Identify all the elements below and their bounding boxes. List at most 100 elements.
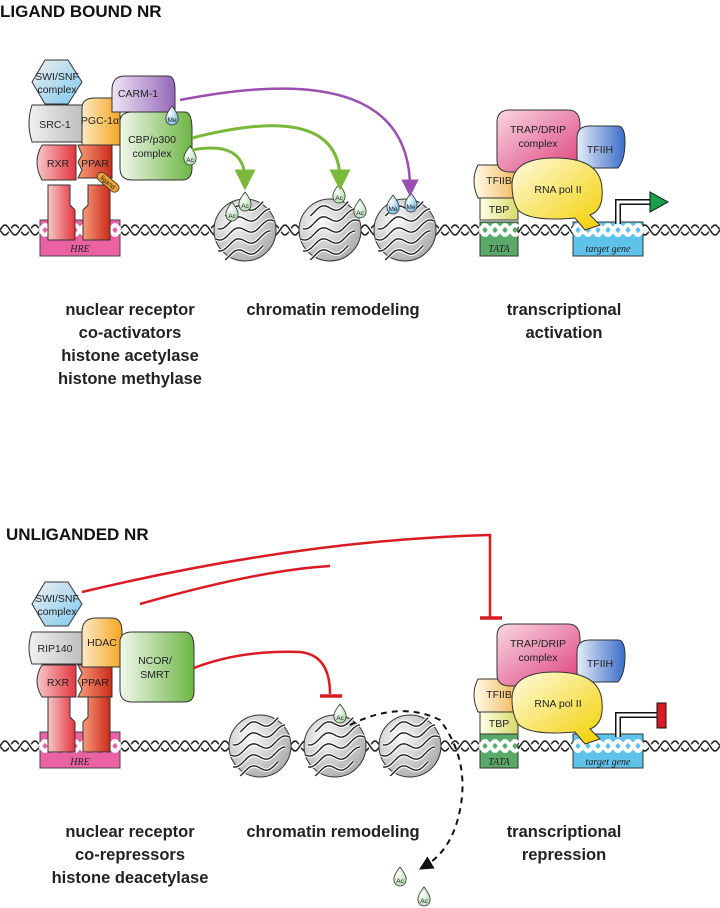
- pgc1a-label: PGC-1α: [81, 115, 119, 127]
- rna-pol2: [511, 671, 603, 745]
- ppar-protein: [77, 144, 113, 179]
- target-gene-label: target gene: [586, 244, 631, 255]
- nucleosome-2: [298, 198, 362, 262]
- caption-right-1: transcriptional: [507, 301, 622, 319]
- tfiib-label: TFIIB: [486, 689, 512, 701]
- svg-text:Ac: Ac: [228, 213, 236, 220]
- caption-left-1: nuclear receptor: [65, 823, 195, 841]
- acetyl-mark-released-2: Ac: [417, 886, 431, 907]
- trap-label-1: TRAP/DRIP: [510, 124, 566, 136]
- nucleosome-3: [373, 198, 437, 262]
- trap-label-1: TRAP/DRIP: [510, 638, 566, 650]
- rxr-protein: [36, 664, 77, 698]
- cbp-label-2: complex: [132, 148, 172, 160]
- ncor-label-2: SMRT: [140, 669, 170, 681]
- hdac-label: HDAC: [87, 637, 117, 649]
- acetyl-mark-n1a: Ac: [225, 201, 239, 222]
- swisnf-label-1: SWI/SNF: [35, 71, 79, 83]
- caption-middle: chromatin remodeling: [246, 823, 419, 841]
- acetyl-mark-released-1: Ac: [393, 866, 407, 887]
- caption-right-2: repression: [522, 846, 606, 864]
- caption-right-1: transcriptional: [507, 823, 622, 841]
- carm1-protein: [111, 75, 176, 113]
- swisnf-label-2: complex: [37, 606, 77, 618]
- acetyl-mark-n1b: Ac: [238, 191, 252, 212]
- acetylation-arrow-2: [191, 124, 351, 191]
- ppar-pedestal: [82, 696, 111, 753]
- ligand-bound-panel: HRE RXR PPAR ligand SRC-1 SWI/SNF comple…: [0, 59, 720, 388]
- swisnf-label-2: complex: [37, 84, 77, 96]
- ppar-pedestal: [82, 184, 111, 241]
- transcription-block-bar: [656, 702, 667, 729]
- swisnf-complex: [31, 581, 83, 627]
- trap-label-2: complex: [518, 652, 558, 664]
- hre-label: HRE: [69, 757, 89, 768]
- caption-middle: chromatin remodeling: [246, 301, 419, 319]
- cbp-p300-complex: [119, 111, 193, 181]
- svg-text:Ac: Ac: [420, 898, 428, 905]
- caption-left-3: histone deacetylase: [52, 869, 209, 887]
- heading-ligand-bound: LIGAND BOUND NR: [0, 2, 162, 21]
- rna-pol2-label: RNA pol II: [534, 698, 581, 710]
- rxr-label: RXR: [47, 677, 70, 689]
- caption-left-3: histone acetylase: [61, 347, 199, 365]
- src1-label: SRC-1: [39, 119, 71, 131]
- caption-left-2: co-repressors: [75, 846, 185, 864]
- svg-text:Ac: Ac: [186, 157, 194, 164]
- methyl-mark-n3b: Me: [404, 192, 418, 213]
- caption-right-2: activation: [525, 324, 602, 342]
- caption-left-2: co-activators: [79, 324, 182, 342]
- swisnf-complex: [31, 59, 83, 105]
- methyl-mark-n3a: Me: [386, 194, 400, 215]
- swisnf-label-1: SWI/SNF: [35, 593, 79, 605]
- transcription-arrowhead: [649, 191, 670, 213]
- rna-pol2-label: RNA pol II: [534, 184, 581, 196]
- tfiih-label: TFIIH: [587, 658, 613, 670]
- caption-left-1: nuclear receptor: [65, 301, 195, 319]
- svg-text:Me: Me: [406, 204, 415, 211]
- rxr-pedestal: [47, 184, 76, 241]
- tata-label: TATA: [488, 757, 510, 768]
- unliganded-panel: HRE RXR PPAR RIP140 SWI/SNF complex HDAC…: [0, 533, 720, 907]
- inhibition-line-ncor: [193, 650, 332, 695]
- hdac-protein: [81, 617, 123, 668]
- methyl-mark-carm1: Me: [165, 105, 179, 126]
- svg-text:Ac: Ac: [396, 878, 404, 885]
- tfiih-label: TFIIH: [587, 144, 613, 156]
- rxr-pedestal: [47, 696, 76, 753]
- tata-helix: [478, 223, 520, 237]
- acetyl-mark-n2a: Ac: [332, 183, 346, 204]
- ppar-protein: [77, 664, 113, 698]
- trap-label-2: complex: [518, 138, 558, 150]
- hre-label: HRE: [69, 244, 89, 255]
- target-gene-label: target gene: [586, 757, 631, 768]
- carm1-label: CARM-1: [118, 88, 158, 100]
- tfiib-label: TFIIB: [486, 175, 512, 187]
- svg-text:Ac: Ac: [356, 210, 364, 217]
- nucleosome-1: [228, 714, 292, 778]
- tata-label: TATA: [488, 244, 510, 255]
- rxr-protein: [36, 144, 77, 181]
- rip140-label: RIP140: [37, 643, 72, 655]
- cbp-label-1: CBP/p300: [128, 134, 176, 146]
- tbp-label: TBP: [489, 204, 509, 216]
- deacetylation-arrow: [349, 710, 464, 870]
- inhibition-line-swisnf: [81, 533, 492, 618]
- rna-pol2: [511, 157, 603, 231]
- caption-left-4: histone methylase: [58, 370, 202, 388]
- svg-text:Me: Me: [167, 117, 176, 124]
- svg-text:Ac: Ac: [336, 715, 344, 722]
- ppar-label: PPAR: [81, 677, 109, 689]
- ncor-label-1: NCOR/: [138, 655, 172, 667]
- ppar-label: PPAR: [81, 158, 109, 170]
- svg-text:Ac: Ac: [335, 195, 343, 202]
- inhibition-line-swisnf-2: [139, 564, 331, 606]
- svg-text:Ac: Ac: [241, 203, 249, 210]
- rxr-label: RXR: [47, 158, 70, 170]
- transcription-start-arrow: [615, 199, 652, 224]
- ncor-smrt-protein: [119, 631, 195, 703]
- tata-helix: [478, 739, 520, 753]
- heading-unliganded: UNLIGANDED NR: [6, 525, 149, 544]
- nucleosome-2: [303, 714, 367, 778]
